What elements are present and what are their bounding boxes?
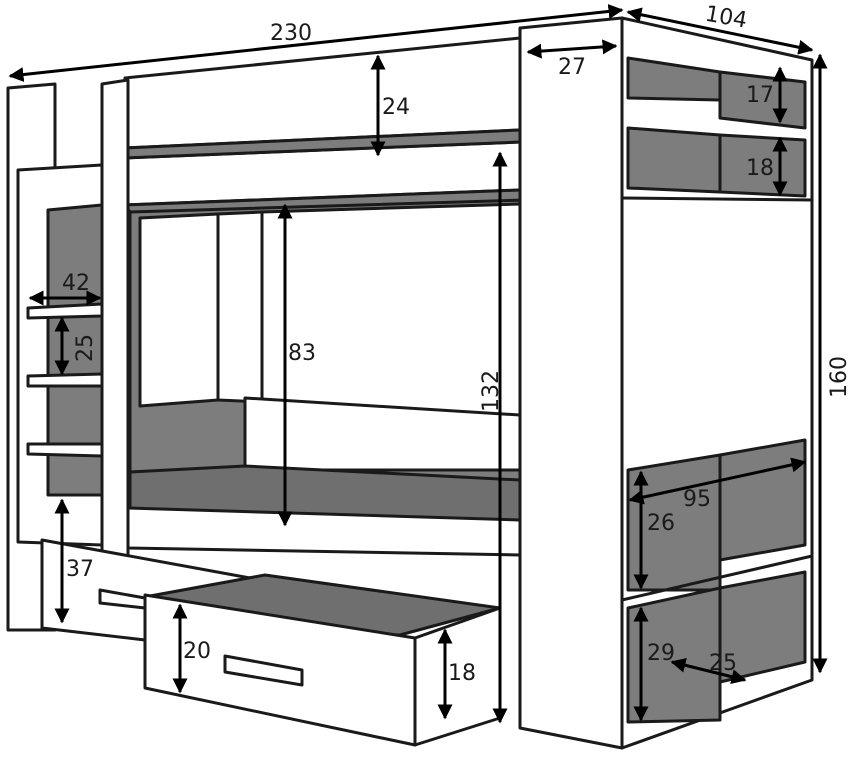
bed-frame <box>6 16 814 750</box>
label-bottom-shelf: 29 <box>647 641 675 666</box>
label-shelf-depth: 95 <box>683 487 711 512</box>
label-lower-clearance: 83 <box>288 341 316 366</box>
label-rung-spacing: 25 <box>73 334 98 362</box>
dim-line-bottom-shelf-depth <box>670 657 747 685</box>
label-shelf-second: 18 <box>746 156 774 181</box>
tower-shelf-edge <box>621 196 813 202</box>
label-upper-guard: 24 <box>382 95 410 120</box>
dimension-lines <box>8 3 828 724</box>
tower-front <box>518 16 624 750</box>
label-drawer-front: 20 <box>183 639 211 664</box>
shelf-bottom-right <box>718 570 807 684</box>
tower-shelf-edge-lower <box>621 554 813 602</box>
shelf-second-left <box>626 126 722 194</box>
label-drawer-side: 18 <box>448 661 476 686</box>
label-bottom-shelf-depth: 25 <box>709 651 737 676</box>
dimension-labels: 230 104 27 24 17 18 42 25 83 132 160 95 … <box>62 2 852 686</box>
ladder-rung-1 <box>26 302 104 320</box>
shelf-lower-right <box>718 438 807 562</box>
dim-line-shelf-depth <box>628 457 807 505</box>
back-opening-middle-post <box>216 210 264 404</box>
ladder-rung-3 <box>26 442 104 458</box>
drawer-right-handle <box>223 654 304 687</box>
label-shelf-top: 17 <box>746 83 774 108</box>
back-opening-left <box>138 212 220 408</box>
ladder-front-post <box>100 78 130 562</box>
label-lower-shelf: 26 <box>647 511 675 536</box>
label-upper-height: 132 <box>479 370 504 412</box>
dim-line-post-width <box>526 39 618 59</box>
label-total-height: 160 <box>827 356 852 398</box>
label-post-width: 27 <box>558 55 586 80</box>
shelf-bottom-left <box>626 586 722 724</box>
dim-line-total-length <box>8 3 624 83</box>
ladder-rung-2 <box>26 372 104 388</box>
dim-line-total-depth <box>626 7 814 55</box>
label-ladder-width: 42 <box>62 271 90 296</box>
label-lower-bed: 37 <box>66 557 94 582</box>
label-total-length: 230 <box>270 21 312 46</box>
